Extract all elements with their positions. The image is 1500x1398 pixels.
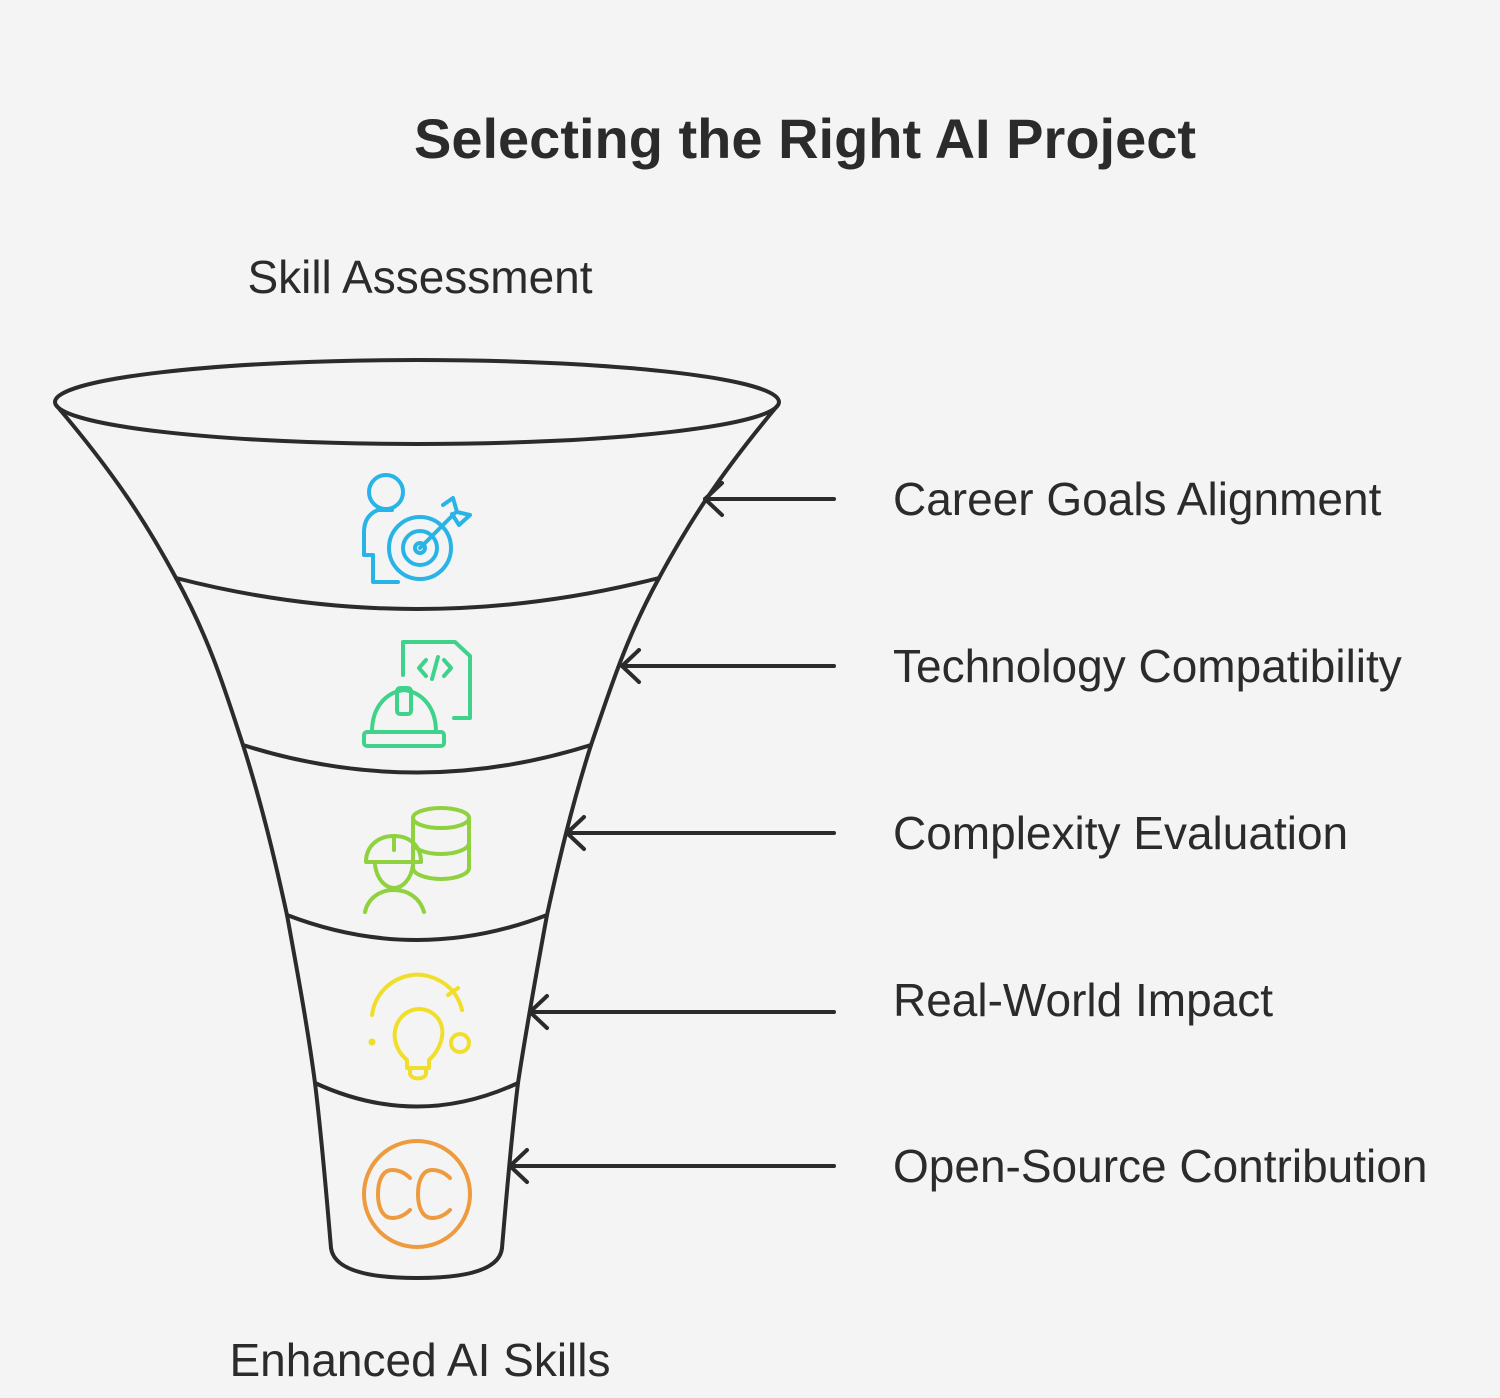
arrow-stage-4: [528, 994, 836, 1030]
stage-label-3: Complexity Evaluation: [893, 807, 1349, 859]
funnel-top-label: Skill Assessment: [247, 251, 593, 303]
divider-4: [313, 1081, 520, 1109]
worker-database-icon: [363, 806, 471, 914]
lightbulb-orbit-icon: [368, 972, 471, 1081]
diagram-title: Selecting the Right AI Project: [413, 107, 1197, 170]
funnel-right-side: [500, 403, 780, 1250]
funnel-rim: [53, 358, 781, 446]
divider-2: [241, 743, 593, 775]
stage-label-4: Real-World Impact: [893, 974, 1274, 1026]
arrow-stage-2: [620, 648, 836, 684]
stage-label-2: Technology Compatibility: [893, 640, 1402, 692]
arrow-stage-5: [508, 1148, 836, 1184]
arrow-stage-1: [703, 481, 836, 517]
funnel-left-side: [54, 403, 333, 1250]
stage-label-1: Career Goals Alignment: [893, 473, 1382, 525]
hardhat-code-file-icon: [362, 640, 472, 748]
creative-commons-icon: [362, 1139, 472, 1249]
funnel-bottom: [329, 1246, 504, 1280]
stage-label-5: Open-Source Contribution: [893, 1140, 1428, 1192]
person-target-icon: [362, 473, 472, 584]
divider-1: [174, 576, 661, 611]
arrow-stage-3: [565, 815, 836, 851]
divider-3: [285, 913, 549, 942]
funnel-bottom-label: Enhanced AI Skills: [229, 1334, 611, 1386]
